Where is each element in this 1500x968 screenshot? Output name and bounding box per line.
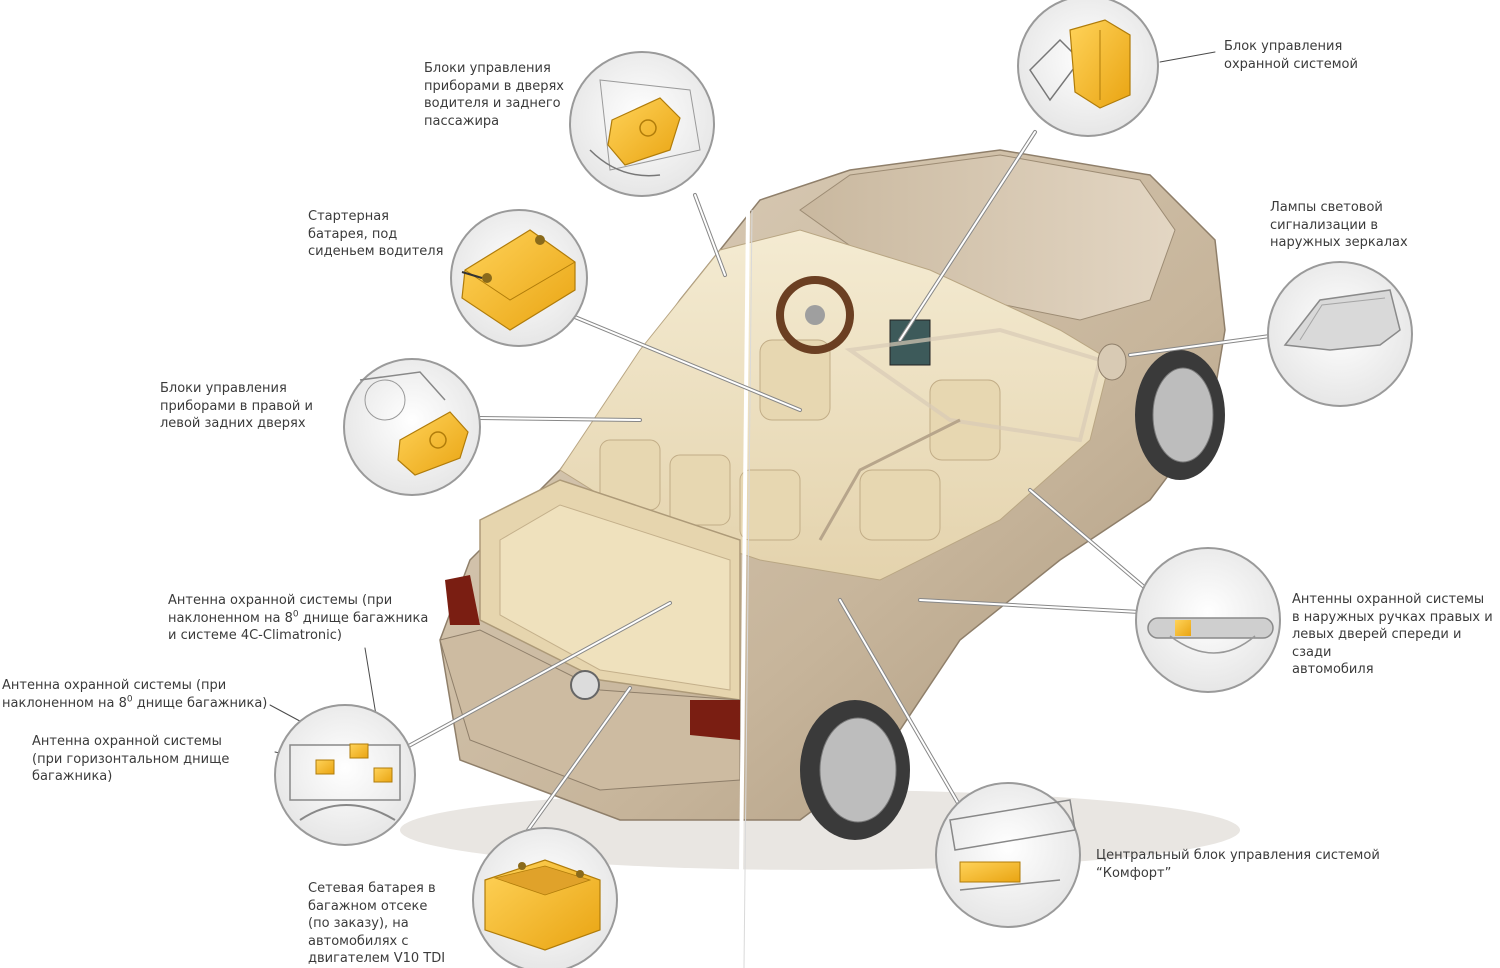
control-unit-icon xyxy=(959,861,1021,883)
label-antenna-horizontal: Антенна охранной системы (при горизонтал… xyxy=(32,734,230,784)
battery-icon xyxy=(461,229,576,331)
label-rear-door-units: Блоки управления приборами в правой и ле… xyxy=(160,381,313,431)
label-network-battery: Сетевая батарея в багажном отсеке (по за… xyxy=(308,881,446,966)
label-comfort-unit: Центральный блок управления системой “Ко… xyxy=(1096,848,1380,881)
door-handle-detail xyxy=(1135,547,1281,693)
trunk-antenna-detail xyxy=(274,704,416,846)
rear-door-unit-detail xyxy=(343,358,481,496)
door-handle-icon xyxy=(1147,617,1274,654)
mirror-icon xyxy=(1283,289,1401,351)
label-handle-antennas: Антенны охранной системы в наружных ручк… xyxy=(1292,592,1493,677)
mirror-detail xyxy=(1267,261,1413,407)
starter-battery-detail xyxy=(450,209,588,347)
network-battery-detail xyxy=(472,827,618,968)
comfort-unit-detail xyxy=(935,782,1081,928)
alarm-unit-detail xyxy=(1017,0,1159,137)
label-mirror-lamps: Лампы световой сигнализации в наружных з… xyxy=(1270,200,1408,250)
battery-icon xyxy=(484,859,601,951)
label-door-driver-units: Блоки управления приборами в дверях води… xyxy=(424,61,564,129)
door-unit-detail xyxy=(569,51,715,197)
control-unit-icon xyxy=(1069,19,1131,109)
label-starter-battery: Стартерная батарея, под сиденьем водител… xyxy=(308,209,444,259)
control-unit-icon xyxy=(607,97,681,166)
control-unit-icon xyxy=(397,411,469,476)
car-illustration xyxy=(400,149,1240,870)
leader-lines xyxy=(269,9,1272,832)
label-alarm-unit: Блок управления охранной системой xyxy=(1224,39,1358,72)
